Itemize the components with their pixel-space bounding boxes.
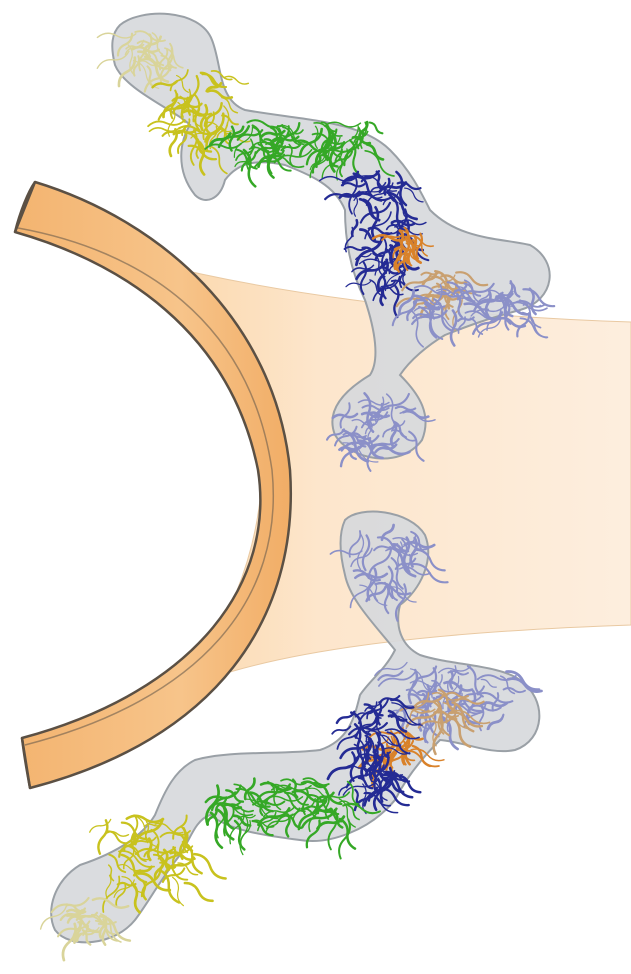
pore-ring-inner-face — [15, 182, 291, 788]
lower-yellow-domain-helix — [194, 854, 225, 878]
upper-green-domain-helix — [370, 123, 383, 134]
pore-ring — [15, 182, 291, 788]
upper-yellow-domain-helix — [148, 120, 185, 126]
upper-navy-domain-helix — [377, 172, 381, 188]
lower-yellow-domain-helix — [185, 883, 213, 901]
